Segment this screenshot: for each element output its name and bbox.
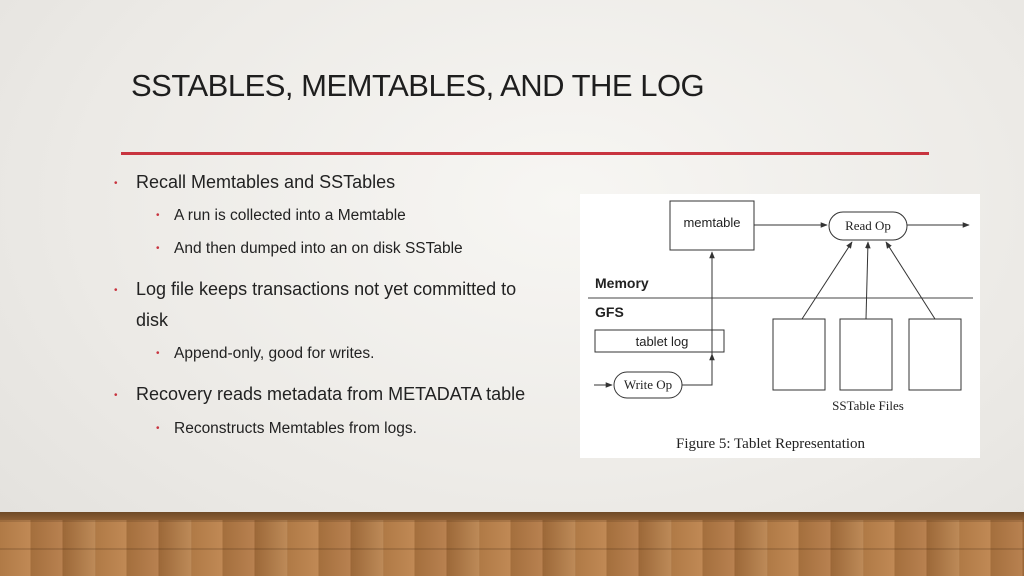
bullet-3-sub-1: Reconstructs Memtables from logs. [174,420,417,437]
tablet-diagram: memtable Read Op Memory GFS tablet log W… [588,200,973,452]
bullet-1-sub-2: And then dumped into an on disk SSTable [174,240,463,257]
slide-title: SSTABLES, MEMTABLES, AND THE LOG [131,68,705,103]
sub-bullet-dot: • [156,210,160,221]
writeop-to-memtable-arrow [682,251,715,386]
bullet-2-line-2: disk [136,310,169,330]
sstable2-to-readop-arrow [865,241,871,320]
read-op-label: Read Op [845,218,891,233]
memtable-label: memtable [683,215,740,230]
read-op-node [828,211,908,241]
bullet-2-sub-1: Append-only, good for writes. [174,345,375,362]
bullet-dot: • [114,178,118,189]
memtable-box [669,200,755,251]
figure-caption: Figure 5: Tablet Representation [676,436,866,452]
sstable-file-1 [772,318,826,391]
sub-bullet-dot: • [156,348,160,359]
bullet-2-line-1: Log file keeps transactions not yet comm… [136,279,517,299]
bullet-dot: • [114,390,118,401]
sstable-file-3 [908,318,962,391]
tablet-log-box [594,329,725,353]
tablet-representation-figure: memtable Read Op Memory GFS tablet log W… [580,194,980,458]
gfs-label: GFS [595,304,624,320]
sstable-files-label: SSTable Files [832,398,904,413]
sstable-file-2 [839,318,893,391]
bullet-dot: • [114,285,118,296]
sub-bullet-dot: • [156,423,160,434]
sstable3-to-readop-arrow [885,241,936,320]
sstable1-to-readop-arrow [801,241,853,320]
wood-floor-decoration [0,512,1024,576]
tablet-log-label: tablet log [636,334,689,349]
bullet-3: Recovery reads metadata from METADATA ta… [136,384,526,404]
bullet-1-sub-1: A run is collected into a Memtable [174,207,406,224]
title-divider [121,152,929,155]
bullet-1: Recall Memtables and SSTables [136,172,396,192]
memory-label: Memory [595,275,649,291]
sub-bullet-dot: • [156,243,160,254]
write-op-label: Write Op [624,377,672,392]
